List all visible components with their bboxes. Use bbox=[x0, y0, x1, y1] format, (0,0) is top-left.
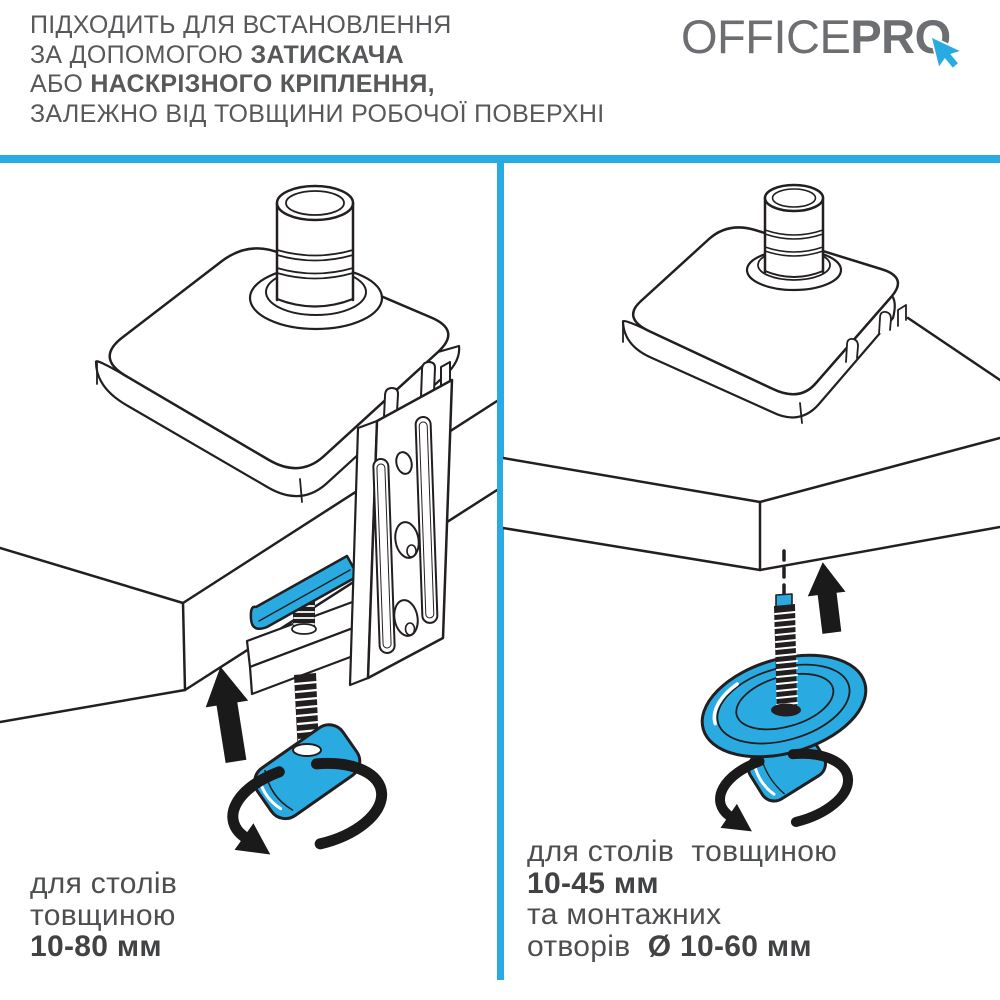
up-arrow-icon bbox=[807, 562, 846, 634]
clamp-mount-illustration bbox=[0, 184, 497, 855]
mouse-cursor-icon bbox=[930, 36, 962, 70]
mount-post bbox=[248, 184, 384, 331]
desk-surface bbox=[503, 316, 1000, 572]
screw-collar bbox=[292, 743, 322, 757]
clamp-blue-arm bbox=[249, 554, 360, 630]
threaded-bolt bbox=[771, 593, 801, 717]
clamp-knob bbox=[253, 723, 362, 821]
horizontal-divider bbox=[0, 155, 1000, 163]
brand-logo: OFFICEPRO bbox=[681, 13, 951, 61]
grommet-mount-illustration bbox=[503, 183, 1000, 832]
rotate-arrow-icon bbox=[227, 757, 388, 855]
logo-office: OFFICE bbox=[681, 10, 851, 63]
rotate-arrow-icon bbox=[715, 748, 854, 832]
up-arrow-icon bbox=[205, 666, 249, 763]
mount-post bbox=[745, 183, 843, 292]
clamp-bracket bbox=[348, 361, 454, 687]
vertical-divider bbox=[497, 160, 504, 980]
